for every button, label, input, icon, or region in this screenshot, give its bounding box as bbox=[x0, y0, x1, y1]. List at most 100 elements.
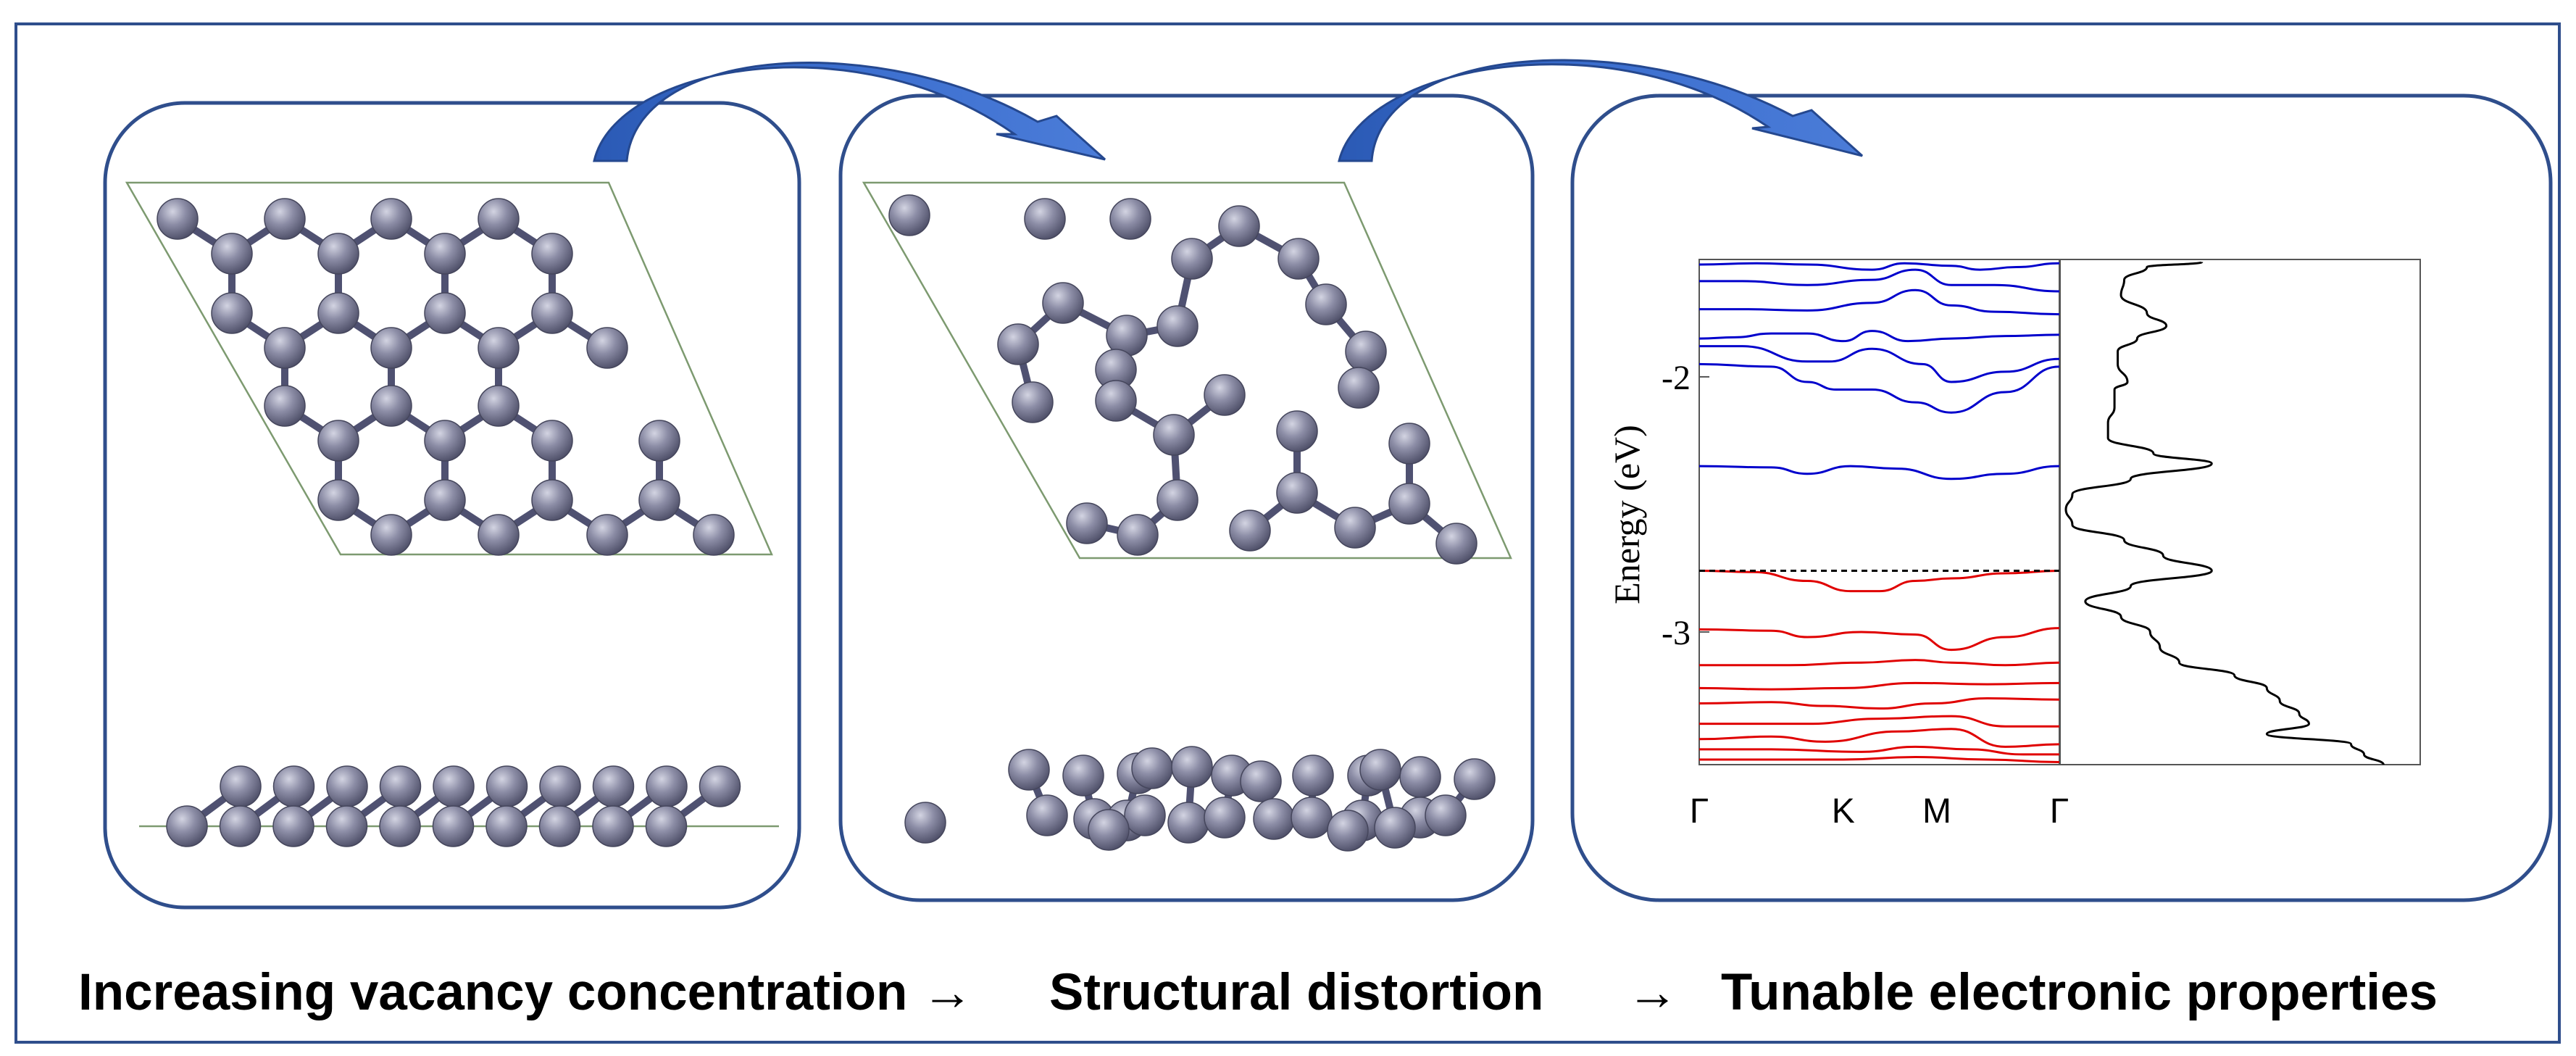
atom bbox=[211, 292, 253, 334]
conduction-band-line bbox=[1699, 268, 2059, 293]
atom bbox=[1008, 749, 1050, 791]
atom bbox=[424, 233, 466, 275]
atom bbox=[317, 233, 359, 275]
band-lines bbox=[1699, 262, 2059, 763]
atom bbox=[646, 765, 688, 807]
atom bbox=[586, 514, 628, 556]
dos-curve bbox=[2064, 261, 2385, 765]
atom bbox=[1292, 754, 1334, 797]
atom bbox=[326, 765, 368, 807]
atom bbox=[219, 805, 262, 847]
caption-arrow: → bbox=[1627, 964, 1678, 1021]
atom bbox=[1171, 746, 1213, 788]
atom bbox=[220, 765, 262, 807]
atom bbox=[1204, 797, 1246, 839]
atom bbox=[1277, 238, 1320, 280]
atom bbox=[1359, 749, 1401, 791]
atom bbox=[1253, 798, 1295, 840]
atom bbox=[478, 198, 520, 240]
atom bbox=[1088, 809, 1130, 851]
atom bbox=[272, 765, 315, 807]
atom bbox=[478, 385, 520, 427]
atom bbox=[1131, 747, 1173, 789]
conduction-band-line bbox=[1699, 362, 2059, 414]
atom bbox=[485, 765, 528, 807]
atom bbox=[1399, 756, 1441, 798]
atom bbox=[1425, 794, 1467, 836]
atom bbox=[592, 805, 634, 847]
atom bbox=[317, 479, 359, 521]
k-point-label: Γ bbox=[2050, 792, 2069, 831]
k-point-label: Γ bbox=[1690, 792, 1709, 831]
atom bbox=[1327, 810, 1369, 852]
atom bbox=[432, 805, 475, 847]
atom bbox=[370, 514, 412, 556]
atom bbox=[370, 198, 412, 240]
atom bbox=[1334, 507, 1376, 549]
valence-band-line bbox=[1699, 697, 2059, 710]
atom bbox=[157, 198, 199, 240]
valence-band-line bbox=[1699, 681, 2059, 691]
atom bbox=[1454, 758, 1496, 800]
dos-line bbox=[2064, 261, 2385, 765]
atom bbox=[211, 233, 253, 275]
atom bbox=[325, 805, 368, 847]
atom bbox=[1435, 523, 1477, 565]
atom bbox=[1276, 410, 1318, 452]
atom bbox=[1117, 514, 1159, 556]
atom bbox=[272, 805, 314, 847]
atom bbox=[638, 479, 680, 521]
valence-band-line bbox=[1699, 627, 2059, 652]
atom bbox=[645, 805, 688, 847]
molecule-side-view-distorted bbox=[904, 746, 1496, 852]
atom bbox=[699, 765, 741, 807]
k-point-label: M bbox=[1922, 792, 1951, 831]
atom bbox=[531, 420, 573, 462]
atom bbox=[1338, 367, 1380, 409]
atom bbox=[538, 805, 581, 847]
atom bbox=[539, 765, 581, 807]
atom bbox=[1109, 198, 1151, 240]
atom bbox=[1012, 381, 1054, 423]
k-point-label: K bbox=[1832, 792, 1855, 831]
atom bbox=[638, 420, 680, 462]
atom bbox=[888, 194, 930, 236]
y-ticks: -2-3 bbox=[1662, 359, 1709, 652]
atom bbox=[1345, 330, 1387, 373]
caption-step-electronic: Tunable electronic properties bbox=[1721, 964, 2438, 1021]
atom bbox=[264, 327, 306, 369]
atom bbox=[1240, 760, 1282, 802]
atom bbox=[904, 802, 946, 844]
valence-band-line bbox=[1699, 728, 2059, 748]
atom bbox=[1156, 305, 1199, 347]
atom bbox=[424, 420, 466, 462]
atom bbox=[370, 327, 412, 369]
atom bbox=[1026, 794, 1068, 836]
atom bbox=[531, 233, 573, 275]
atom bbox=[424, 479, 466, 521]
atom bbox=[1229, 510, 1271, 552]
atom bbox=[693, 514, 735, 556]
valence-band-line bbox=[1699, 659, 2059, 667]
atom bbox=[478, 327, 520, 369]
caption-step-vacancy: Increasing vacancy concentration → bbox=[78, 964, 974, 1021]
molecule-top-view-distorted bbox=[888, 194, 1477, 565]
atom bbox=[370, 385, 412, 427]
atom bbox=[485, 805, 528, 847]
curved-arrow-icon bbox=[1338, 59, 1864, 162]
valence-band-line bbox=[1699, 569, 2059, 593]
atom bbox=[531, 479, 573, 521]
atom bbox=[379, 805, 421, 847]
valence-band-line bbox=[1699, 745, 2059, 756]
molecule-side-view-pristine bbox=[166, 765, 741, 847]
atom bbox=[1167, 802, 1209, 844]
atom bbox=[586, 327, 628, 369]
atom bbox=[317, 420, 359, 462]
y-tick-label: -2 bbox=[1662, 359, 1691, 397]
molecule-top-view-pristine bbox=[157, 198, 735, 556]
atom bbox=[317, 292, 359, 334]
atom bbox=[1156, 479, 1199, 521]
atom bbox=[1305, 283, 1347, 325]
conduction-band-line bbox=[1699, 345, 2059, 383]
